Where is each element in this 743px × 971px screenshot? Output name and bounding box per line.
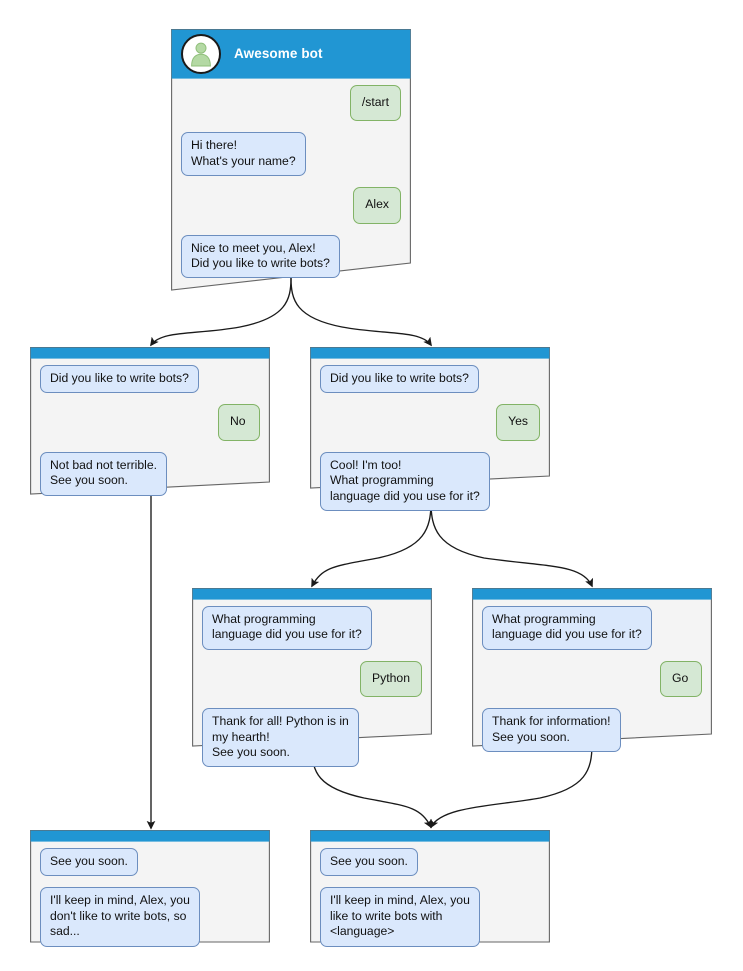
card-titlebar <box>310 830 550 841</box>
message-row: I'll keep in mind, Alex, you like to wri… <box>320 887 540 947</box>
message-row: Yes <box>320 404 540 441</box>
card-lang-go[interactable]: What programming language did you use fo… <box>472 588 712 756</box>
card-content: Awesome bot/start Hi there! What's your n… <box>171 29 411 300</box>
bot-message-bubble[interactable]: Did you like to write bots? <box>320 365 479 394</box>
card-content: See you soon. I'll keep in mind, Alex, yo… <box>30 830 270 952</box>
message-row: Did you like to write bots? <box>320 365 540 394</box>
message-row: What programming language did you use fo… <box>202 606 422 650</box>
message-row: Python <box>202 660 422 698</box>
user-message-bubble[interactable]: /start <box>349 85 401 122</box>
user-message-bubble[interactable]: Python <box>360 660 422 698</box>
message-row: Not bad not terrible. See you soon. <box>40 451 260 496</box>
bot-message-bubble[interactable]: See you soon. <box>320 848 418 877</box>
message-row: Thank for all! Python is in my hearth! S… <box>202 708 422 768</box>
card-lang-python[interactable]: What programming language did you use fo… <box>192 588 432 768</box>
card-end-sad[interactable]: See you soon. I'll keep in mind, Alex, yo… <box>30 830 270 952</box>
message-row: See you soon. <box>320 848 540 877</box>
message-list: What programming language did you use fo… <box>472 606 712 763</box>
bot-message-bubble[interactable]: What programming language did you use fo… <box>202 606 372 650</box>
message-row: Hi there! What's your name? <box>181 132 401 177</box>
card-content: What programming language did you use fo… <box>192 588 432 768</box>
card-titlebar <box>310 347 550 358</box>
card-end-happy[interactable]: See you soon. I'll keep in mind, Alex, yo… <box>310 830 550 952</box>
user-message-bubble[interactable]: Yes <box>496 404 540 441</box>
user-message-bubble[interactable]: Go <box>660 660 702 698</box>
user-message-bubble[interactable]: Alex <box>353 187 401 224</box>
user-avatar-icon <box>181 33 221 74</box>
card-content: See you soon. I'll keep in mind, Alex, yo… <box>310 830 550 952</box>
message-list: See you soon. I'll keep in mind, Alex, yo… <box>30 848 270 958</box>
message-row: No <box>40 404 260 441</box>
message-row: What programming language did you use fo… <box>482 606 702 650</box>
card-start[interactable]: Awesome bot/start Hi there! What's your n… <box>171 29 411 300</box>
bot-message-bubble[interactable]: Not bad not terrible. See you soon. <box>40 451 168 496</box>
bot-message-bubble[interactable]: Nice to meet you, Alex! Did you like to … <box>181 234 340 279</box>
message-list: See you soon. I'll keep in mind, Alex, yo… <box>310 848 550 958</box>
card-title: Awesome bot <box>234 46 323 61</box>
message-row: Did you like to write bots? <box>40 365 260 394</box>
card-titlebar <box>192 588 432 599</box>
message-row: I'll keep in mind, Alex, you don't like … <box>40 887 260 947</box>
message-row: Go <box>482 660 702 698</box>
card-titlebar: Awesome bot <box>171 29 411 78</box>
message-row: Thank for information! See you soon. <box>482 708 702 753</box>
bot-message-bubble[interactable]: I'll keep in mind, Alex, you don't like … <box>40 887 200 947</box>
message-list: What programming language did you use fo… <box>192 606 432 778</box>
bot-message-bubble[interactable]: Hi there! What's your name? <box>181 132 306 177</box>
bot-message-bubble[interactable]: Thank for all! Python is in my hearth! S… <box>202 708 359 768</box>
user-message-bubble[interactable]: No <box>218 404 260 441</box>
card-titlebar <box>30 347 270 358</box>
card-titlebar <box>30 830 270 841</box>
bot-message-bubble[interactable]: Did you like to write bots? <box>40 365 199 394</box>
message-row: /start <box>181 85 401 122</box>
card-content: What programming language did you use fo… <box>472 588 712 756</box>
bot-message-bubble[interactable]: I'll keep in mind, Alex, you like to wri… <box>320 887 480 947</box>
message-row: Alex <box>181 187 401 224</box>
bot-message-bubble[interactable]: Cool! I'm too! What programming language… <box>320 451 490 512</box>
card-titlebar <box>472 588 712 599</box>
message-row: Cool! I'm too! What programming language… <box>320 451 540 512</box>
bot-message-bubble[interactable]: Thank for information! See you soon. <box>482 708 621 753</box>
bot-message-bubble[interactable]: What programming language did you use fo… <box>482 606 652 650</box>
message-row: See you soon. <box>40 848 260 877</box>
bot-message-bubble[interactable]: See you soon. <box>40 848 138 877</box>
message-row: Nice to meet you, Alex! Did you like to … <box>181 234 401 279</box>
